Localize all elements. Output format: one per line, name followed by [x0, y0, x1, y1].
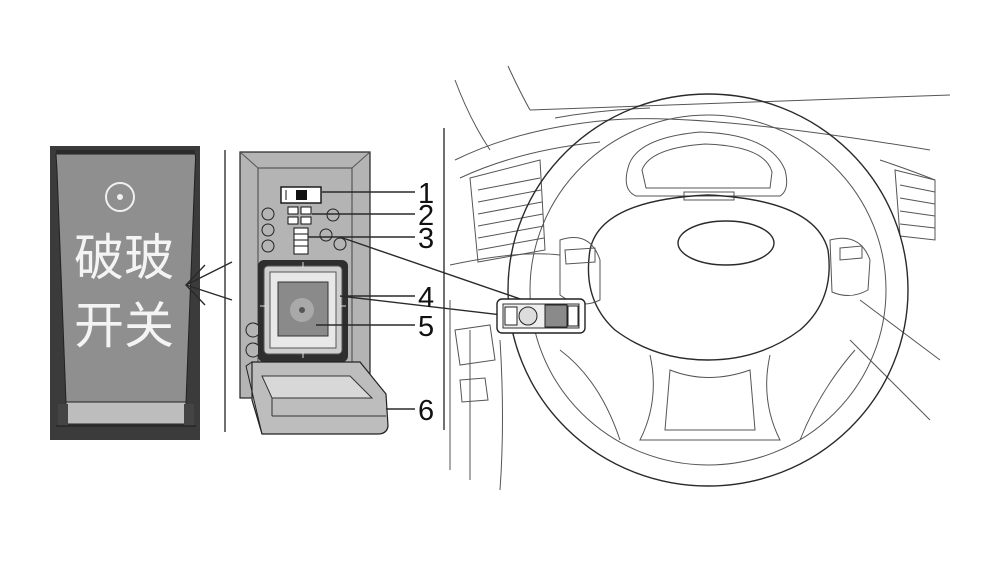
- callout-3: 3: [418, 223, 434, 255]
- mounting-bosses: [245, 207, 347, 358]
- glass-break-switch-enlarged: 破玻 开关: [50, 146, 200, 440]
- push-button: [277, 281, 329, 337]
- callout-1: 1: [418, 178, 434, 210]
- switch-location: [496, 298, 586, 334]
- spring-connector: [293, 227, 309, 255]
- contact-block: [287, 206, 312, 225]
- slider-switch: [280, 186, 322, 204]
- target-ring-icon: [105, 182, 135, 212]
- callout-4: 4: [418, 282, 434, 314]
- car-interior: [449, 65, 951, 491]
- callout-2: 2: [418, 200, 434, 232]
- switch-panel-detail: [239, 151, 389, 435]
- steering-wheel: [507, 93, 909, 487]
- base-tray: [245, 361, 389, 435]
- callout-6: 6: [418, 395, 434, 427]
- switch-label-line1: 破玻: [74, 229, 174, 287]
- instrument-cluster: [625, 131, 788, 201]
- air-vent-right: [894, 169, 936, 241]
- callout-5: 5: [418, 311, 434, 343]
- switch-label-line2: 开关: [74, 297, 174, 355]
- air-vent-left: [469, 159, 546, 263]
- callout-lines: [308, 191, 559, 410]
